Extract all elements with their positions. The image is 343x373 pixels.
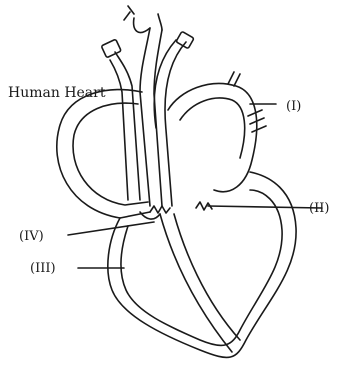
aorta-branch-b bbox=[158, 14, 162, 30]
aorta-branch-c bbox=[124, 6, 134, 20]
pulmonary-outer bbox=[165, 42, 186, 206]
vessel-cut-end-right bbox=[176, 31, 194, 48]
left-atrium-inner bbox=[180, 98, 245, 158]
septum-left bbox=[160, 214, 232, 352]
vessel-left-inner bbox=[110, 60, 128, 200]
label-ii: (II) bbox=[309, 202, 329, 215]
pulmonary-veins bbox=[228, 72, 266, 132]
vessel-cut-end-left bbox=[101, 39, 121, 58]
aorta-outer bbox=[140, 28, 150, 206]
aorta-branch-a bbox=[134, 18, 150, 33]
leader-line-ii bbox=[208, 206, 322, 208]
heart-outer-wall bbox=[108, 172, 296, 357]
diagram-title: Human Heart bbox=[8, 86, 105, 100]
label-iii: (III) bbox=[30, 262, 56, 275]
label-i: (I) bbox=[286, 100, 301, 113]
leader-line-iv bbox=[68, 222, 154, 235]
label-iv: (IV) bbox=[19, 230, 44, 243]
valve-right bbox=[150, 206, 170, 213]
